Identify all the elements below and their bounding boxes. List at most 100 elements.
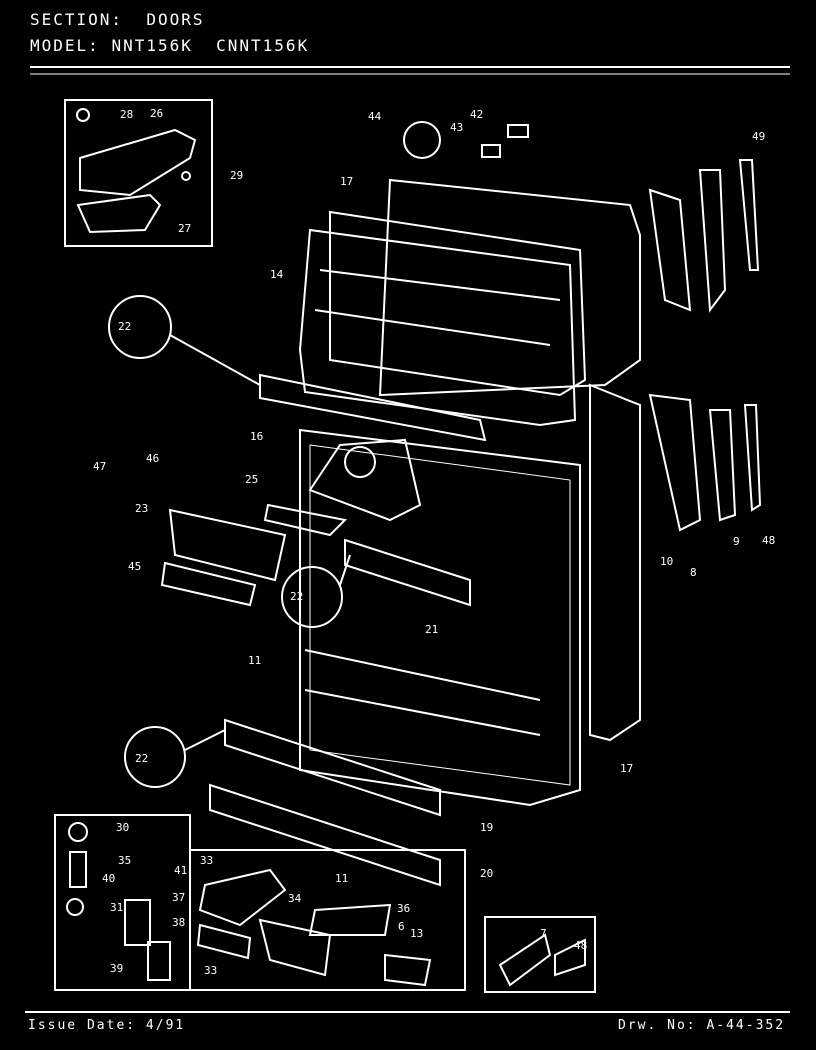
hinge-bracket-part-2 — [147, 941, 171, 981]
callout-label: 46 — [146, 452, 159, 465]
butter-door — [168, 508, 287, 582]
callout-label: 27 — [178, 222, 191, 235]
hinge-shim-part — [76, 193, 162, 234]
callout-label: 14 — [270, 268, 284, 281]
detail-leader-3 — [184, 729, 226, 751]
door-shelf-1 — [344, 538, 471, 607]
freezer-door-shelf — [314, 269, 561, 346]
detail-leader-1 — [169, 334, 261, 386]
detail-circle-3 — [124, 726, 186, 788]
emblem-part — [403, 121, 441, 159]
callout-label: 28 — [120, 108, 133, 121]
callout-label: 33 — [204, 964, 217, 977]
washer-part — [181, 171, 191, 181]
callout-label: 16 — [250, 430, 263, 443]
detail-circle-2 — [281, 566, 343, 628]
detail-circle-1 — [108, 295, 172, 359]
callout-label: 10 — [660, 555, 673, 568]
freezer-door-liner — [298, 228, 577, 427]
callout-label: 47 — [93, 460, 106, 473]
door-shelf-2 — [304, 649, 541, 736]
callout-label: 33 — [200, 854, 213, 867]
callout-label: 45 — [128, 560, 141, 573]
callout-label: 40 — [102, 872, 115, 885]
callout-label: 36 — [397, 902, 410, 915]
callout-label: 25 — [245, 473, 258, 486]
callout-label: 23 — [135, 502, 148, 515]
callout-label: 35 — [118, 854, 131, 867]
callout-label: 29 — [230, 169, 243, 182]
freezer-shelf-bar — [259, 373, 487, 442]
pin-part — [69, 851, 87, 888]
callout-label: 30 — [116, 821, 129, 834]
bushing-part — [68, 822, 88, 842]
callout-label: 31 — [110, 901, 123, 914]
cam-clip-part — [554, 938, 586, 977]
model-label: MODEL: — [30, 36, 100, 55]
callout-label: 26 — [150, 107, 163, 120]
butter-liner — [160, 561, 257, 607]
lower-handle-part — [648, 393, 702, 532]
callout-label: 22 — [290, 590, 303, 603]
bottom-hinge-part — [258, 918, 332, 977]
callout-label: 17 — [620, 762, 633, 775]
callout-label: 7 — [540, 927, 547, 940]
center-hinge-part — [198, 868, 287, 927]
nameplate-clip-part — [481, 144, 501, 158]
callout-label: 22 — [135, 752, 148, 765]
hinge-cover-part — [308, 903, 392, 936]
lower-handle-trim-part — [708, 409, 737, 522]
callout-label: 6 — [398, 920, 405, 933]
callout-label: 49 — [752, 130, 765, 143]
top-hinge-part — [79, 128, 197, 197]
callout-label: 9 — [733, 535, 740, 548]
callout-label: 41 — [174, 864, 187, 877]
center-hinge-shim — [196, 923, 252, 960]
freezer-door-outer — [329, 210, 587, 397]
detail-circle-center — [344, 446, 376, 478]
callout-label: 22 — [118, 320, 131, 333]
door-shelf-bar-1 — [224, 718, 441, 817]
lower-handle-insert-part — [743, 404, 762, 512]
callout-label: 19 — [480, 821, 493, 834]
callout-label: 39 — [110, 962, 123, 975]
callout-label: 43 — [450, 121, 463, 134]
fresh-door-liner — [309, 444, 571, 786]
callout-label: 48 — [574, 939, 587, 952]
handle-part — [648, 188, 692, 312]
drawing-number: Drw. No: A-44-352 — [618, 1018, 786, 1033]
callout-label: 37 — [172, 891, 185, 904]
callout-label: 13 — [410, 927, 423, 940]
freezer-door-gasket — [378, 178, 641, 397]
dairy-compartment — [308, 438, 422, 522]
callout-label: 21 — [425, 623, 438, 636]
section-value: DOORS — [146, 10, 205, 29]
cam-inset-box — [484, 916, 596, 993]
handle-trim-part — [698, 169, 727, 313]
callout-label: 17 — [340, 175, 353, 188]
butter-handle — [263, 503, 348, 537]
fresh-door-outer — [299, 428, 581, 807]
hinge-plate-part — [384, 953, 432, 987]
nameplate-part — [507, 124, 529, 138]
callout-label: 11 — [335, 872, 348, 885]
callout-label: 38 — [172, 916, 185, 929]
issue-date: Issue Date: 4/91 — [28, 1018, 186, 1033]
hinge-bracket-part — [124, 899, 151, 946]
door-shelf-bar-2 — [209, 783, 441, 887]
screw-part — [76, 108, 90, 122]
section-line: SECTION: DOORS — [30, 10, 205, 29]
hinge-inset-box — [64, 99, 213, 247]
model-line: MODEL: NNT156K CNNT156K — [30, 36, 309, 55]
model-value: NNT156K CNNT156K — [111, 36, 310, 55]
hinge-hardware-box — [189, 849, 466, 991]
handle-insert-part — [738, 159, 760, 271]
callout-label: 48 — [762, 534, 775, 547]
detail-leader-2 — [339, 554, 351, 586]
callout-label: 11 — [248, 654, 261, 667]
callout-label: 44 — [368, 110, 382, 123]
callout-labels: 28 26 29 27 44 42 43 49 17 14 22 16 47 4… — [93, 107, 775, 977]
callout-label: 42 — [470, 108, 483, 121]
callout-label: 34 — [288, 892, 302, 905]
